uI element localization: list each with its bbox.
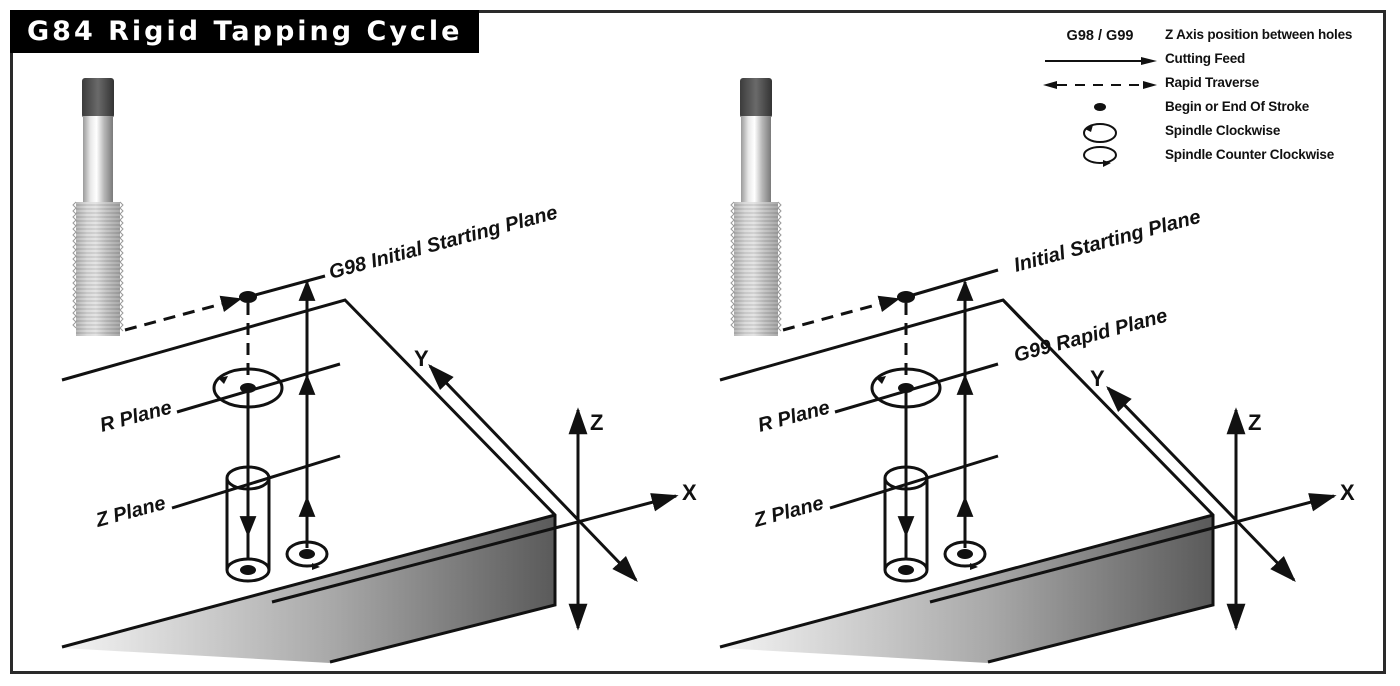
r-plane-line [176,362,341,414]
r-plane-line [834,362,999,414]
spindle-clockwise-icon [1040,121,1160,145]
legend-label: Begin or End Of Stroke [1165,99,1310,114]
x-axis-label: X [1340,480,1355,505]
initial-plane-line [247,274,326,299]
diagram-frame [10,10,1386,674]
legend-item-spindle-cw: Spindle Clockwise [1040,121,1380,145]
r-plane-label: R Plane [98,397,175,437]
legend-g98-g99-label: G98 / G99 [1066,28,1134,44]
legend-label: Spindle Counter Clockwise [1165,147,1335,162]
spindle-cw-arrowhead [218,376,228,384]
x-axis [554,493,679,530]
r-plane-dot [240,383,256,393]
diagram-title: G84 Rigid Tapping Cycle [10,10,479,53]
legend-label: Spindle Clockwise [1165,123,1281,138]
legend-label: Rapid Traverse [1165,75,1260,90]
begin-stroke-dot [239,291,257,303]
stroke-dot-icon [1040,97,1160,121]
legend: G98 / G99 Z Axis position between holes … [1040,25,1380,169]
panel-g98: Y Z X G98 Initial Starting Plane R Plane… [61,78,697,664]
r-plane-label: R Plane [756,397,833,437]
rapid-plane-leader [1001,298,1032,330]
retract-dot [299,549,315,559]
legend-label: Cutting Feed [1165,51,1246,66]
legend-item-rapid-traverse: Rapid Traverse [1040,73,1380,97]
tap-tool-image [72,78,124,336]
legend-item-cutting-feed: Cutting Feed [1040,49,1380,73]
z-axis-label: Z [1248,410,1261,435]
end-stroke-dot [898,565,914,575]
cutting-feed-arrow-icon [1040,49,1160,73]
end-stroke-dot [240,565,256,575]
initial-plane-label: G98 Initial Starting Plane [327,202,560,284]
x-axis [1212,493,1337,530]
rapid-traverse-path [124,295,243,332]
z-plane-label: Z Plane [93,492,168,532]
legend-item-z-axis-position: G98 / G99 Z Axis position between holes [1040,25,1380,49]
tap-tool-image [730,78,782,336]
x-axis-label: X [682,480,697,505]
y-axis-label: Y [414,346,429,371]
rapid-traverse-path [782,295,901,332]
y-axis [428,364,638,582]
spindle-cw-arrowhead [876,376,886,384]
begin-stroke-dot [897,291,915,303]
spindle-ccw-arrowhead [970,563,978,570]
rapid-traverse-arrow-icon [1040,73,1160,97]
spindle-ccw-arrowhead [312,563,320,570]
rapid-plane-label: G99 Rapid Plane [1012,305,1170,367]
y-axis-label: Y [1090,366,1105,391]
legend-item-spindle-ccw: Spindle Counter Clockwise [1040,145,1380,169]
y-axis [1106,386,1296,582]
z-plane-line [829,454,999,510]
initial-plane-label: Initial Starting Plane [1012,206,1203,277]
z-plane-line [171,454,341,510]
legend-item-begin-end-stroke: Begin or End Of Stroke [1040,97,1380,121]
spindle-counter-clockwise-icon [1040,145,1160,169]
workpiece-front-face [720,515,1213,663]
retract-dot [957,549,973,559]
r-plane-dot [898,383,914,393]
legend-label: Z Axis position between holes [1165,27,1353,42]
initial-plane-line [905,268,999,299]
z-plane-label: Z Plane [751,492,826,532]
z-axis-label: Z [590,410,603,435]
